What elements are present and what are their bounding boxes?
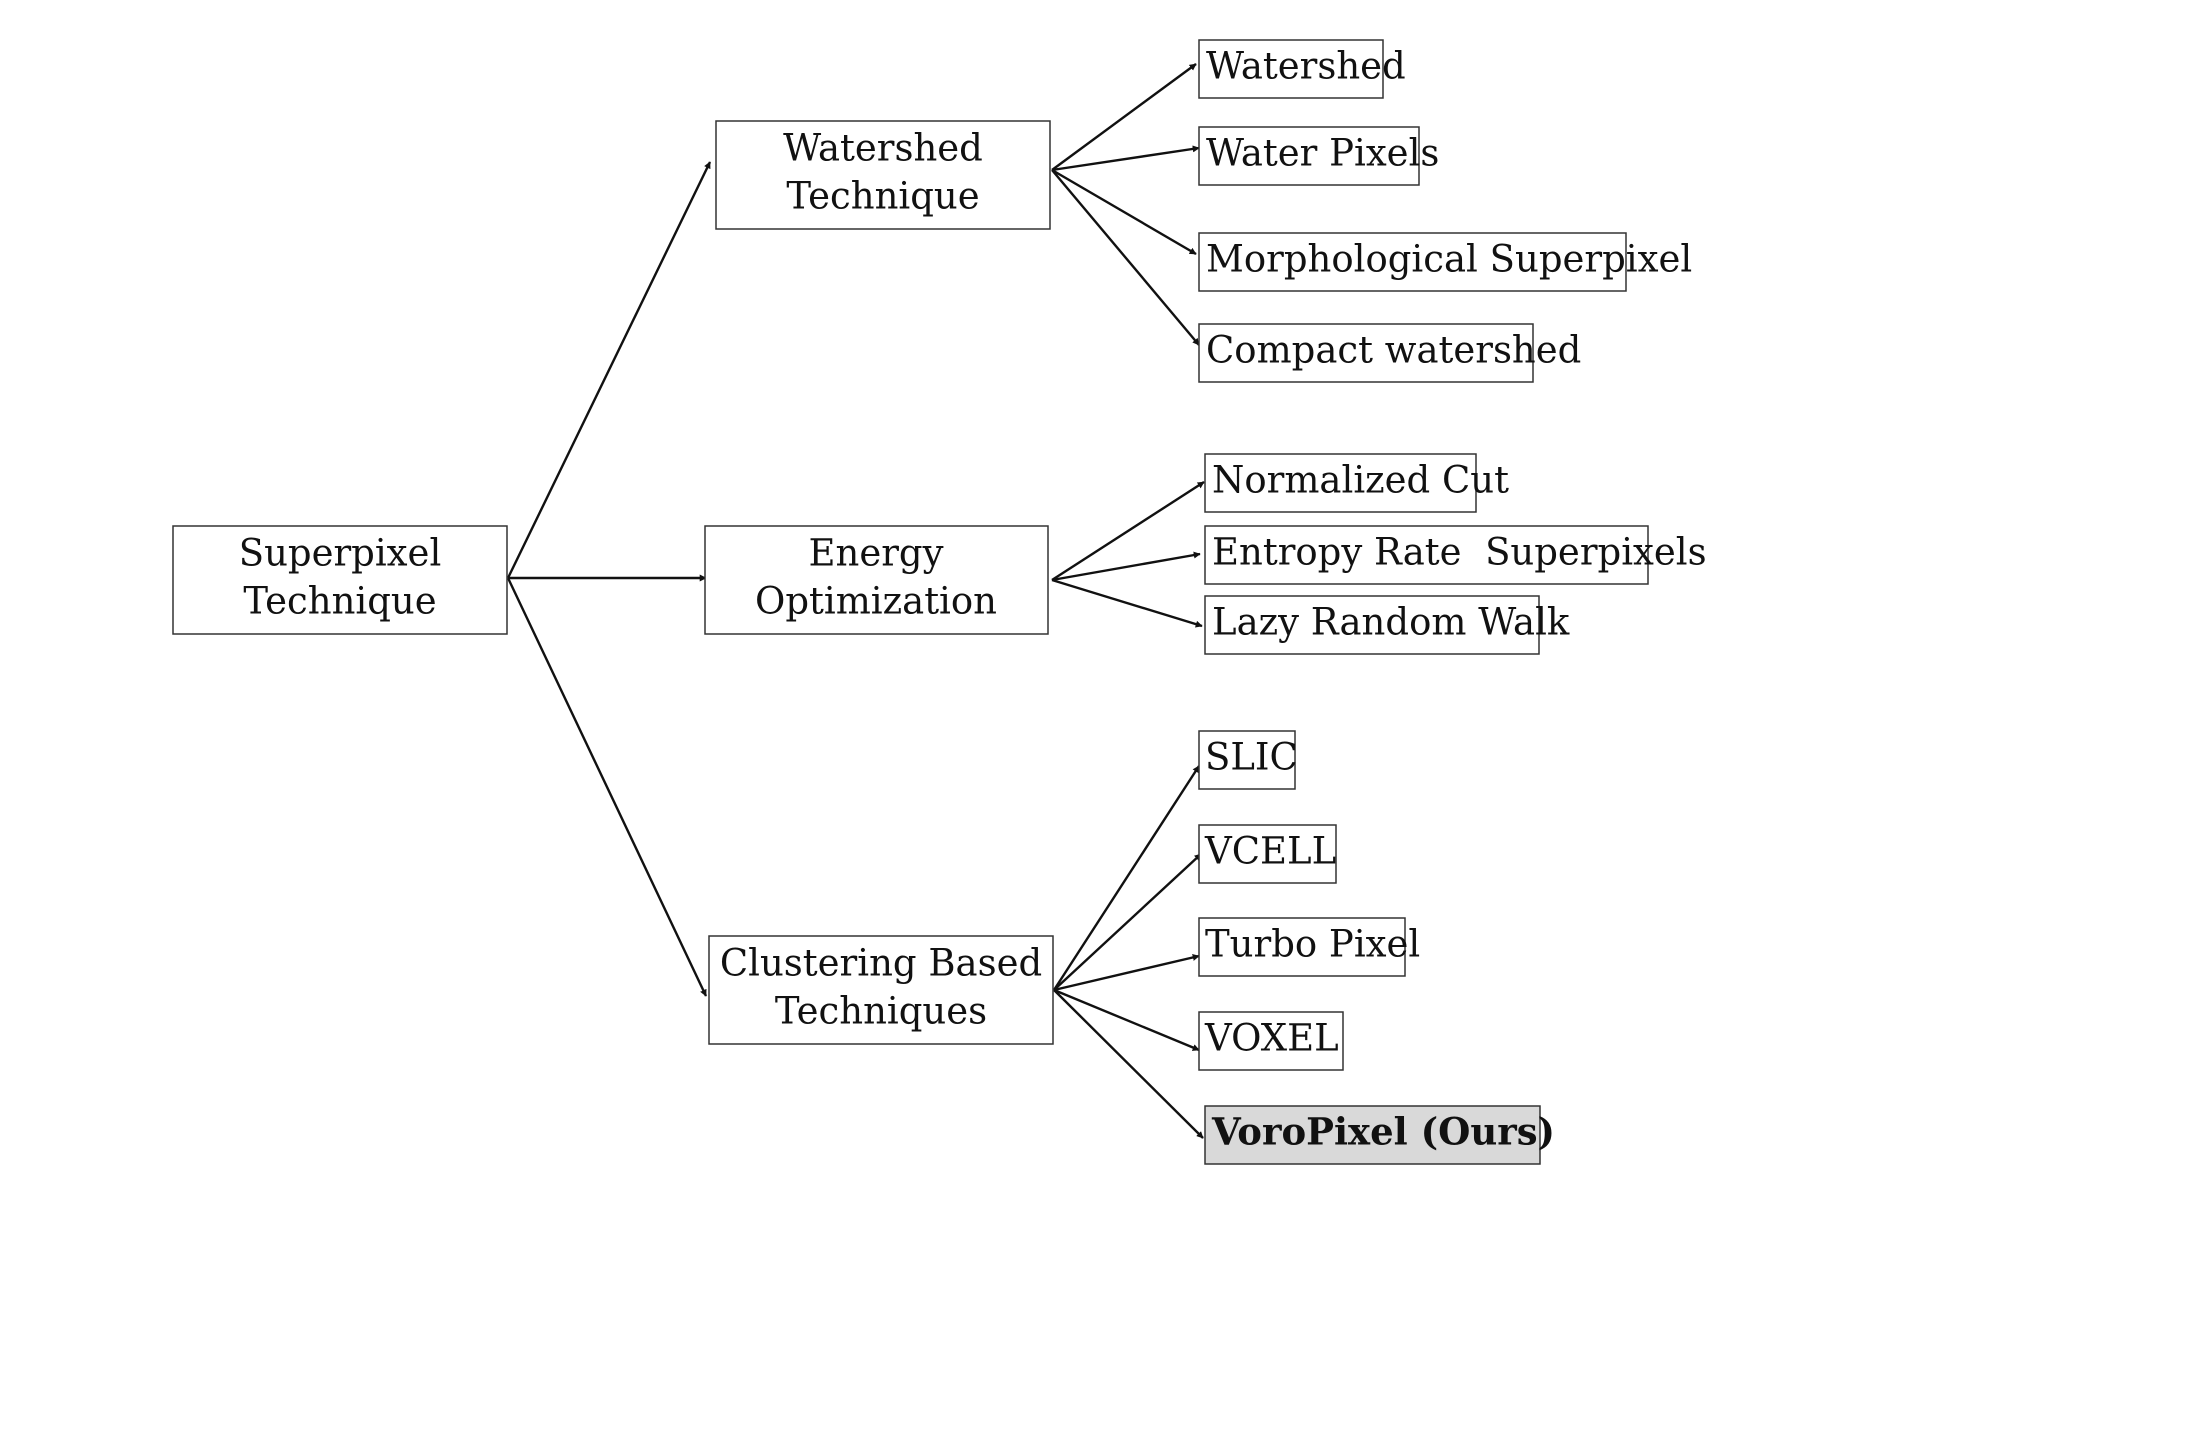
method-node-water-pixels-label: Water Pixels — [1206, 132, 1439, 175]
method-node-entropy-rate-superpixels-label: Entropy Rate Superpixels — [1212, 531, 1707, 574]
category-node-clustering-label-line-2: Techniques — [775, 990, 987, 1033]
method-node-turbo-pixel: Turbo Pixel — [1198, 917, 1420, 977]
edge-clustering-to-method-1 — [1052, 765, 1201, 991]
category-node-clustering-box — [708, 935, 1054, 1045]
edge-watershed-to-method-1 — [1051, 63, 1197, 171]
edge-energy-to-method-3 — [1051, 578, 1203, 628]
root-node-label-line-2: Technique — [243, 580, 436, 623]
category-node-watershed-label-line-2: Technique — [786, 175, 979, 218]
method-node-slic-box — [1198, 730, 1296, 790]
root-node-box — [172, 525, 508, 635]
method-node-compact-watershed-box — [1198, 323, 1534, 383]
method-node-water-pixels-box — [1198, 126, 1420, 186]
method-node-voropixel: VoroPixel (Ours) — [1204, 1105, 1555, 1165]
edge-watershed-to-method-3 — [1051, 168, 1197, 256]
method-node-slic: SLIC — [1198, 730, 1298, 790]
edge-watershed-to-method-2 — [1051, 145, 1200, 172]
edge-clustering-to-method-5 — [1053, 989, 1204, 1139]
edge-clustering-to-method-3 — [1053, 954, 1200, 992]
method-node-voropixel-label: VoroPixel (Ours) — [1211, 1110, 1555, 1154]
edge-energy-to-method-2 — [1051, 551, 1201, 582]
root-node-label-line-1: Superpixel — [239, 532, 442, 575]
method-node-vcell-label: VCELL — [1204, 830, 1336, 873]
method-node-lazy-random-walk-box — [1204, 595, 1540, 655]
method-node-normalized-cut-box — [1204, 453, 1477, 513]
category-node-watershed-label-line-1: Watershed — [783, 127, 983, 170]
root-node: Superpixel Technique — [172, 525, 508, 635]
category-node-watershed-box — [715, 120, 1051, 230]
method-node-normalized-cut: Normalized Cut — [1204, 453, 1509, 513]
method-node-normalized-cut-label: Normalized Cut — [1212, 459, 1509, 502]
edge-energy-to-method-1 — [1051, 480, 1205, 582]
method-node-vcell-box — [1198, 824, 1337, 884]
method-node-watershed-box — [1198, 39, 1384, 99]
method-node-lazy-random-walk-label: Lazy Random Walk — [1212, 601, 1570, 644]
method-node-morphological-superpixel: Morphological Superpixel — [1198, 232, 1692, 292]
method-node-water-pixels: Water Pixels — [1198, 126, 1439, 186]
method-node-entropy-rate-superpixels-box — [1204, 525, 1649, 585]
category-node-clustering: Clustering Based Techniques — [708, 935, 1054, 1045]
category-node-energy-label-line-2: Optimization — [755, 580, 997, 623]
method-node-voxel-label: VOXEL — [1204, 1017, 1339, 1060]
category-node-clustering-label-line-1: Clustering Based — [720, 942, 1042, 985]
edge-watershed-to-method-4 — [1051, 169, 1200, 346]
edge-clustering-to-method-4 — [1053, 988, 1200, 1052]
edge-root-to-clustering — [506, 577, 708, 997]
method-node-watershed: Watershed — [1198, 39, 1406, 99]
category-node-watershed: Watershed Technique — [715, 120, 1051, 230]
method-node-watershed-label: Watershed — [1206, 45, 1406, 88]
edges — [506, 63, 1205, 1139]
method-node-morphological-superpixel-label: Morphological Superpixel — [1206, 238, 1692, 281]
method-node-compact-watershed: Compact watershed — [1198, 323, 1581, 383]
edge-root-to-watershed — [506, 161, 712, 579]
method-node-turbo-pixel-box — [1198, 917, 1406, 977]
category-node-energy-box — [704, 525, 1049, 635]
category-node-energy-label-line-1: Energy — [808, 532, 943, 575]
method-node-turbo-pixel-label: Turbo Pixel — [1205, 923, 1420, 966]
method-node-voxel-box — [1198, 1011, 1344, 1071]
method-node-lazy-random-walk: Lazy Random Walk — [1204, 595, 1570, 655]
method-node-compact-watershed-label: Compact watershed — [1206, 329, 1581, 372]
method-node-entropy-rate-superpixels: Entropy Rate Superpixels — [1204, 525, 1707, 585]
method-node-slic-label: SLIC — [1205, 736, 1298, 779]
edge-clustering-to-method-2 — [1053, 853, 1202, 991]
method-node-voropixel-box — [1204, 1105, 1541, 1165]
method-node-voxel: VOXEL — [1198, 1011, 1344, 1071]
category-node-energy: Energy Optimization — [704, 525, 1049, 635]
method-node-morphological-superpixel-box — [1198, 232, 1627, 292]
method-node-vcell: VCELL — [1198, 824, 1337, 884]
